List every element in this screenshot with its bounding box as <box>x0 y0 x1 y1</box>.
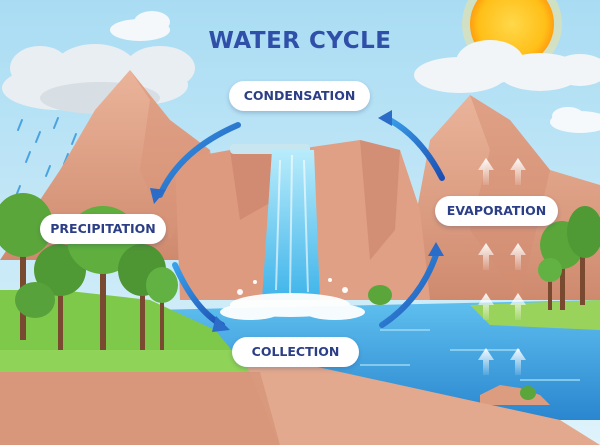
arrow-up-icon <box>478 158 526 375</box>
tree-icon <box>538 206 600 310</box>
stage-label-condensation: CONDENSATION <box>229 81 370 111</box>
stage-label-precipitation: PRECIPITATION <box>40 214 166 244</box>
diagram-title: WATER CYCLE <box>208 28 392 54</box>
cycle-arrow-icon <box>150 110 444 332</box>
stage-label-evaporation: EVAPORATION <box>435 196 558 226</box>
cloud-icon <box>414 40 600 93</box>
cloud-icon <box>550 107 600 133</box>
stage-label-collection: COLLECTION <box>232 337 359 367</box>
cloud-icon <box>110 11 170 41</box>
